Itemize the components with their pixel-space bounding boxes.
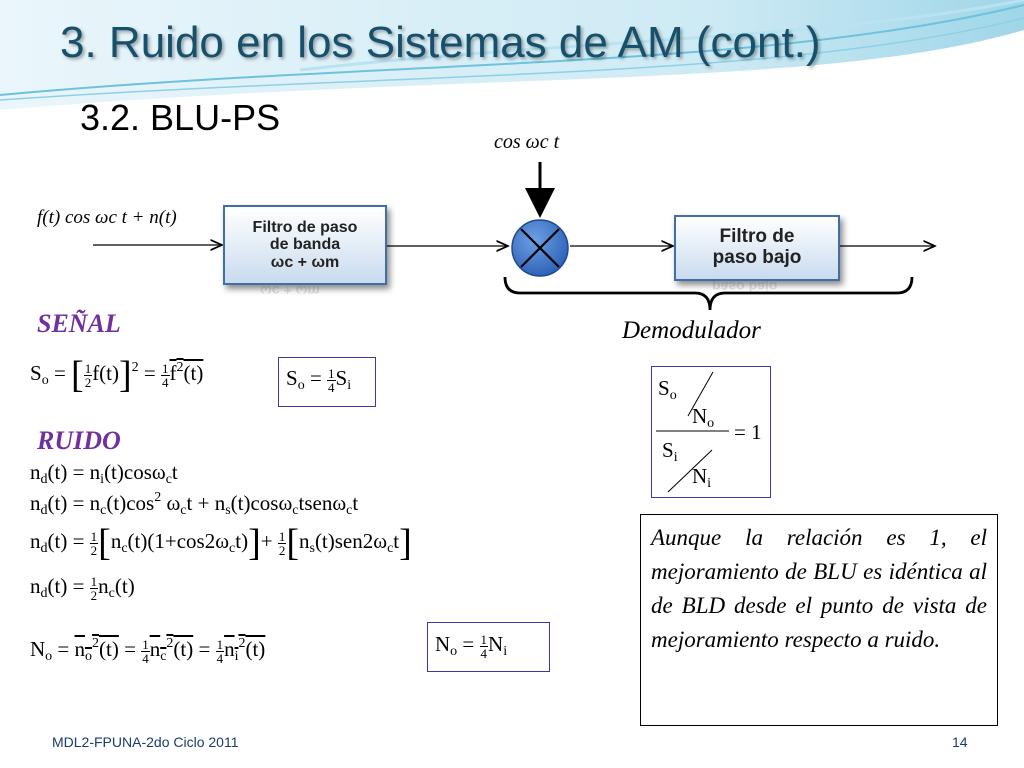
input-signal-label: f(t) cos ωc t + n(t) bbox=[37, 207, 177, 228]
noise-equation-1: nd(t) = ni(t)cosωct bbox=[30, 460, 178, 487]
demodulator-brace bbox=[503, 276, 914, 311]
slide-title: 3. Ruido en los Sistemas de AM (cont.) bbox=[60, 18, 821, 67]
noise-equation-2: nd(t) = nc(t)cos2 ωct + ns(t)cosωctsenωc… bbox=[30, 490, 359, 518]
snr-ratio-box bbox=[651, 366, 771, 498]
footer-page-number: 14 bbox=[952, 734, 968, 750]
bpf-line2: de banda bbox=[269, 236, 341, 254]
snr-ni: Ni bbox=[692, 464, 712, 491]
snr-so: So bbox=[658, 376, 677, 403]
slide-subtitle: 3.2. BLU-PS bbox=[80, 97, 281, 138]
noise-result-box bbox=[427, 622, 550, 672]
bpf-line1: Filtro de paso bbox=[252, 218, 358, 236]
snr-si: Si bbox=[662, 438, 678, 465]
demodulator-label: Demodulador bbox=[622, 317, 761, 344]
signal-section-label: SEÑAL bbox=[37, 309, 121, 338]
bandpass-filter-block: Filtro de paso de banda ωc + ωm bbox=[223, 205, 387, 285]
lpf-line2: paso bajo bbox=[712, 247, 802, 268]
footer-course: MDL2-FPUNA-2do Ciclo 2011 bbox=[52, 734, 239, 750]
snr-result: = 1 bbox=[734, 420, 762, 444]
mixer-multiplier-icon bbox=[511, 219, 569, 277]
snr-no: No bbox=[692, 404, 715, 431]
carrier-label: cos ωc t bbox=[494, 131, 560, 153]
lpf-line1: Filtro de bbox=[719, 226, 795, 248]
conclusion-note: Aunque la relación es 1, el mejoramiento… bbox=[640, 514, 998, 726]
block-diagram bbox=[93, 162, 1024, 311]
signal-result-box bbox=[278, 357, 376, 407]
noise-section-label: RUIDO bbox=[37, 426, 121, 455]
bpf-line3: ωc + ωm bbox=[270, 253, 340, 271]
header-wave-decoration bbox=[0, 0, 1024, 110]
lowpass-filter-block: Filtro de paso bajo bbox=[674, 215, 840, 281]
